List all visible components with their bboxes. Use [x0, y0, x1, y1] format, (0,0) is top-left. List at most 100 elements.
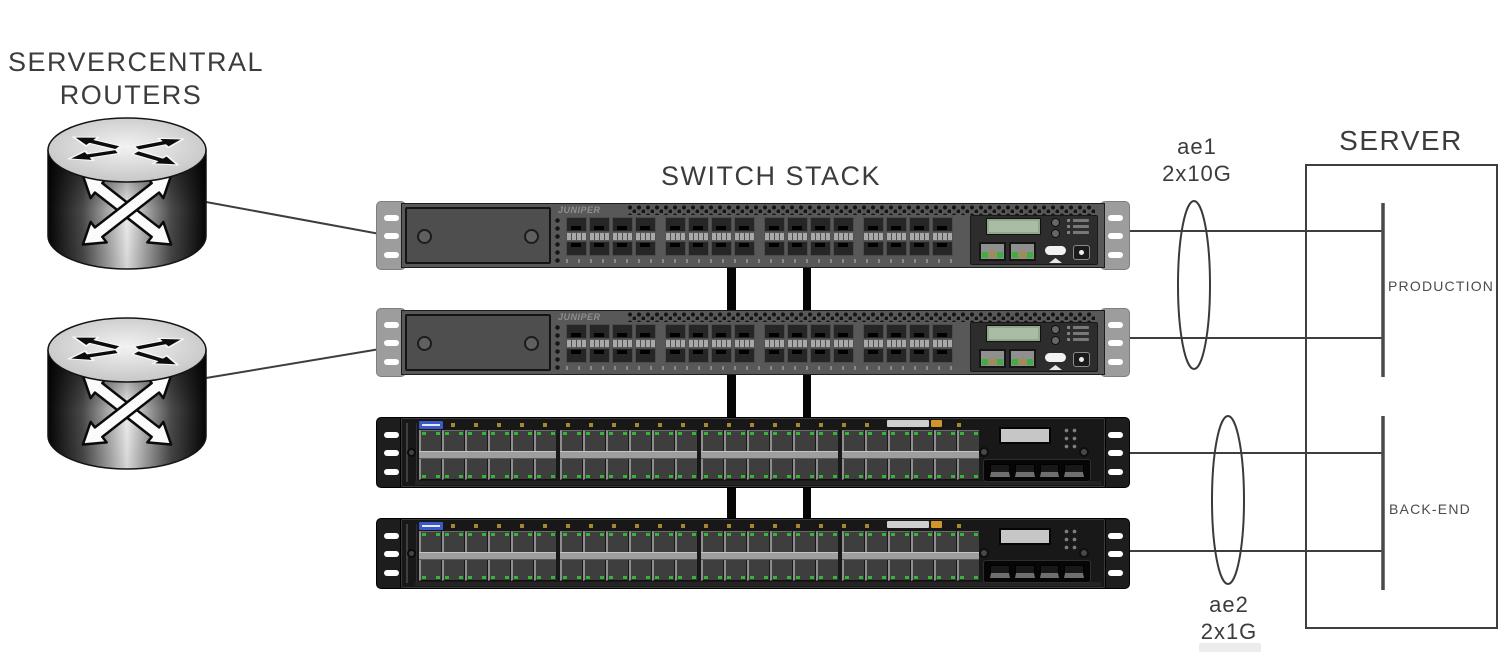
screw [1079, 447, 1089, 457]
port-label-strip [810, 340, 831, 347]
port-number-row [451, 423, 966, 427]
rj45-column [583, 531, 605, 581]
status-led-column [554, 324, 561, 370]
rj45-port-top [534, 430, 556, 452]
port-label-strip [734, 340, 755, 347]
rj45-group [560, 531, 697, 581]
sfp-uplink-port [1039, 464, 1060, 477]
led-row [1067, 225, 1089, 228]
screw-hole [1108, 450, 1123, 457]
sfp-cage [688, 324, 709, 364]
rj45-port-top [842, 430, 864, 452]
rj45-port-bottom [534, 559, 556, 581]
switch-body [400, 518, 1106, 589]
lcd-display [986, 218, 1041, 235]
ae1-capacity: 2x10G [1162, 161, 1232, 186]
port-label-strip [589, 233, 610, 240]
vendor-logo-text: JUNIPER [558, 312, 601, 322]
sfp-cage [665, 324, 686, 364]
group-divider-strip [701, 552, 838, 560]
rj45-port-bottom [911, 458, 933, 480]
rj45-port-bottom [957, 458, 979, 480]
lcd-display [999, 427, 1051, 444]
screw-hole [1108, 469, 1123, 476]
router-icon-2 [42, 310, 212, 475]
panel-leds [1063, 427, 1079, 449]
sfp-port-top [764, 324, 785, 339]
rj45-port-bottom [770, 458, 792, 480]
screw-hole [384, 251, 399, 258]
screw-hole [1108, 340, 1123, 347]
rj45-port-bottom [488, 458, 510, 480]
enter-button [1051, 229, 1060, 238]
sfp-port-groups [566, 324, 953, 364]
sfp-group [566, 324, 656, 364]
sfp-cage [566, 324, 587, 364]
model-label [887, 420, 929, 427]
port-label-strip [886, 233, 907, 240]
sfp-port-bottom [612, 241, 633, 256]
rj45-column [934, 531, 956, 581]
sfp-port-bottom [589, 241, 610, 256]
routers-title-line1: SERVERCENTRAL [8, 47, 265, 77]
sfp-port-top [665, 324, 686, 339]
screw-hole [384, 570, 399, 577]
rj45-group [701, 531, 838, 581]
panel-leds [1063, 528, 1079, 550]
rj45-column [842, 531, 864, 581]
mgmt-port-1 [979, 242, 1006, 261]
router-icon-1 [42, 110, 212, 275]
rj45-port-bottom [629, 458, 651, 480]
port-label-strip [863, 340, 884, 347]
rj45-port-top [583, 531, 605, 553]
sfp-group [665, 324, 755, 364]
sfp-cage [787, 324, 808, 364]
sfp-port-bottom [787, 241, 808, 256]
rj45-column [629, 430, 651, 480]
rj45-port-top [583, 430, 605, 452]
panel-leds [1067, 326, 1093, 344]
console-port [1073, 352, 1090, 367]
sfp-port-top [909, 217, 930, 232]
port-label-strip [863, 233, 884, 240]
port-label-strip [635, 340, 656, 347]
usb-icon [1049, 365, 1062, 370]
rj45-port-bottom [747, 458, 769, 480]
rj45-port-top [842, 531, 864, 553]
rj45-port-bottom [606, 458, 628, 480]
rj45-column [957, 531, 979, 581]
uplink-port-frame [983, 560, 1091, 583]
rj45-port-bottom [419, 559, 441, 581]
port-label-strip [734, 233, 755, 240]
sfp-port-bottom [734, 241, 755, 256]
rj45-column [701, 531, 723, 581]
rj45-port-bottom [629, 559, 651, 581]
screw-hole [384, 215, 399, 222]
rj45-port-bottom [442, 559, 464, 581]
sfp-port-top [612, 217, 633, 232]
sfp-port-top [886, 324, 907, 339]
rj45-column [865, 430, 887, 480]
rj45-port-top [747, 531, 769, 553]
sfp-cage [810, 324, 831, 364]
sfp-port-bottom [764, 241, 785, 256]
rj45-port-top [442, 430, 464, 452]
port-numbers [566, 366, 956, 370]
rj45-port-bottom [701, 458, 723, 480]
rj45-port-bottom [560, 458, 582, 480]
led-row [1067, 219, 1089, 222]
port-label-strip [764, 233, 785, 240]
sfp-cage [734, 217, 755, 257]
rj45-port-bottom [583, 458, 605, 480]
rj45-port-bottom [816, 559, 838, 581]
rj45-port-bottom [888, 559, 910, 581]
rj45-port-top [675, 430, 697, 452]
rj45-port-bottom [842, 458, 864, 480]
screw-hole [384, 431, 399, 438]
rj45-port-bottom [911, 559, 933, 581]
backend-segment-label: BACK-END [1389, 501, 1471, 517]
sfp-port-bottom [787, 348, 808, 363]
rj45-port-top [652, 531, 674, 553]
mgmt-port-2 [1009, 242, 1036, 261]
led-row [1067, 332, 1089, 335]
